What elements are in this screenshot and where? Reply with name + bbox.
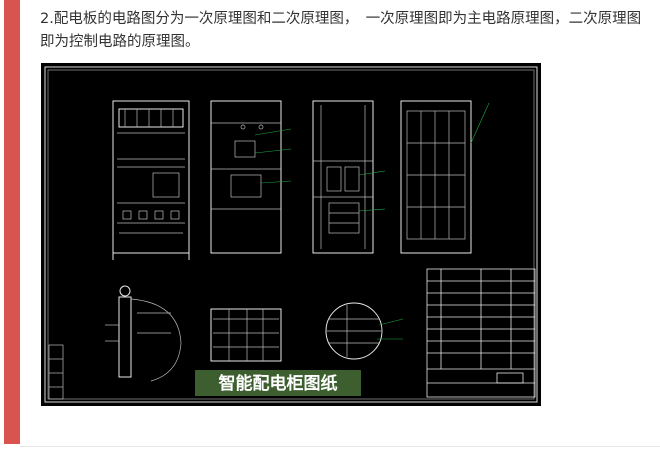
drawing-caption: 智能配电柜图纸	[219, 373, 338, 394]
cabinet-inner-view	[312, 100, 386, 254]
parts-list-table	[426, 268, 536, 398]
cabinet-side-view	[210, 100, 292, 254]
mounting-plate-drawing	[210, 308, 282, 362]
busbar-detail-drawing	[105, 285, 182, 382]
article-paragraph: 2.配电板的电路图分为一次原理图和二次原理图， 一次原理图即为主电路原理图，二次…	[40, 11, 642, 50]
cabinet-front-view	[112, 100, 190, 260]
accent-bar	[4, 0, 20, 444]
cabinet-rear-view	[400, 100, 490, 254]
drawing-caption-banner: 智能配电柜图纸	[195, 370, 361, 396]
cad-drawing-image: 智能配电柜图纸	[41, 63, 541, 406]
divider	[20, 446, 660, 447]
round-section-detail	[325, 302, 404, 360]
left-revision-block	[48, 344, 64, 400]
